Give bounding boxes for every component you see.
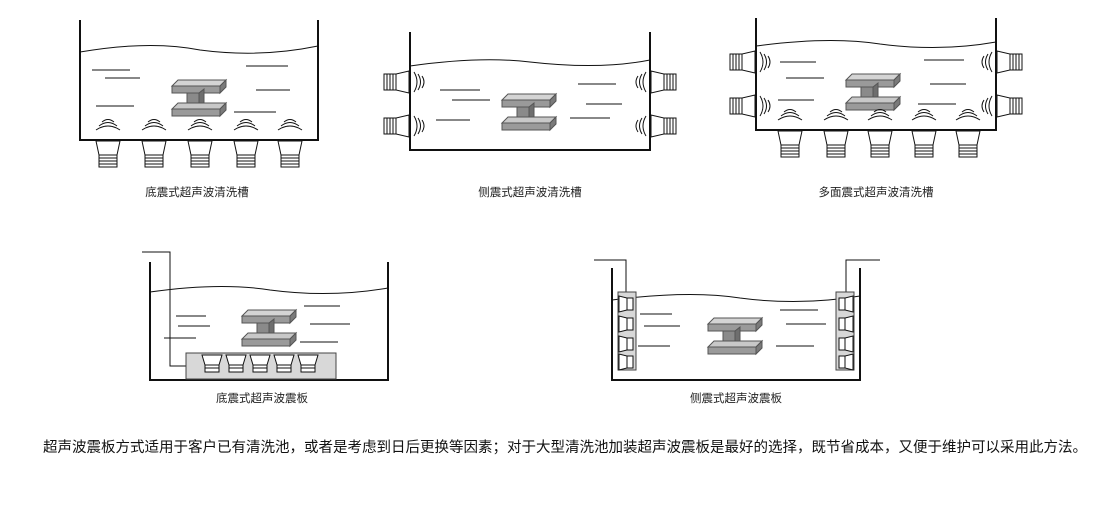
diagram-bottom-vibration-tank: 底震式超声波清洗槽: [79, 20, 319, 199]
description-paragraph: 超声波震板方式适用于客户已有清洗池，或者是考虑到日后更换等因素；对于大型清洗池加…: [43, 440, 1087, 456]
caption-multi-face-vibration-tank: 多面震式超声波清洗槽: [819, 185, 934, 199]
caption-side-vibration-tank: 侧震式超声波清洗槽: [478, 185, 582, 199]
diagram-side-vibration-tank: 侧震式超声波清洗槽: [383, 32, 677, 199]
ultrasonic-tank-diagrams: 底震式超声波清洗槽 侧震式超声波清洗槽 多面震式超声波清洗槽: [79, 18, 1023, 405]
caption-bottom-vibration-tank: 底震式超声波清洗槽: [145, 185, 249, 199]
diagram-multi-face-vibration-tank: 多面震式超声波清洗槽: [729, 18, 1023, 199]
caption-bottom-vibration-plate: 底震式超声波震板: [216, 391, 308, 405]
caption-side-vibration-plate: 侧震式超声波震板: [690, 391, 782, 405]
diagram-bottom-vibration-plate: 底震式超声波震板: [142, 251, 389, 405]
diagram-side-vibration-plate: 侧震式超声波震板: [594, 259, 880, 405]
